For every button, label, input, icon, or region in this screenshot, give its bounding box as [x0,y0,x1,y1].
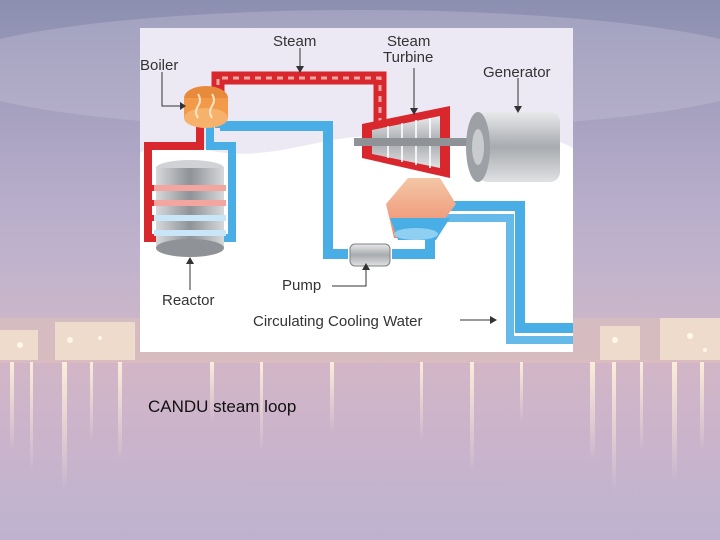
pump [349,243,391,267]
steam-turbine-label-line1: Steam [387,33,430,50]
generator [466,112,560,182]
steam-turbine-label-line2: Turbine [383,49,433,66]
slide-caption: CANDU steam loop [148,397,297,416]
generator-label: Generator [483,64,551,81]
reactor-label: Reactor [162,292,215,309]
cooling-water-lines [440,201,573,344]
steam-turbine [354,106,484,178]
boiler [184,86,228,128]
condenser [386,178,456,240]
cooling-water-label: Circulating Cooling Water [253,313,423,330]
pump-label: Pump [282,277,321,294]
reactor [154,160,226,257]
steam-label: Steam [273,33,316,50]
candu-steam-loop-diagram: Boiler Steam Steam Turbine Generator Pum… [140,28,573,352]
steam-line [211,71,387,136]
boiler-label: Boiler [140,57,178,74]
